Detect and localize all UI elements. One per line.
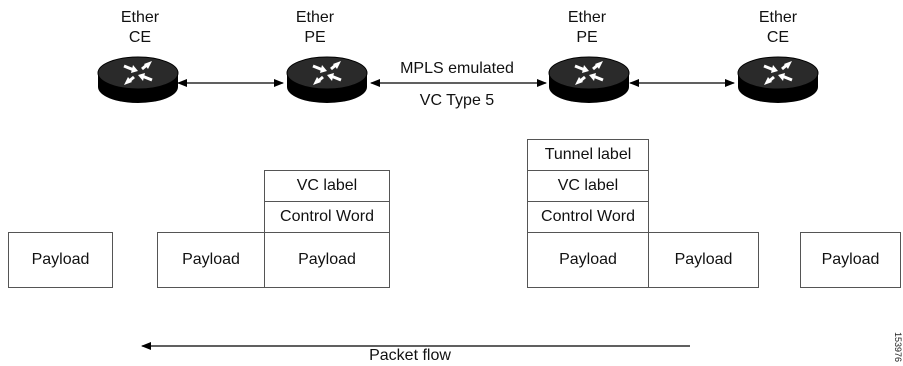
router-icon (737, 56, 819, 103)
device-3-label: Ether PE (557, 8, 617, 48)
control-word-box-d: Control Word (527, 201, 649, 233)
tunnel-label-box-d: Tunnel label (527, 139, 649, 171)
control-word-box-c: Control Word (264, 201, 390, 233)
packet-flow-label: Packet flow (369, 347, 451, 364)
mpls-link-line2: VC Type 5 (419, 92, 495, 109)
payload-box-b: Payload (157, 232, 265, 288)
device-1-label: Ether CE (110, 8, 170, 48)
device-3-type: Ether (567, 9, 607, 26)
device-4-type: Ether (758, 9, 798, 26)
router-icon (286, 56, 368, 103)
mpls-link-line1: MPLS emulated (400, 60, 514, 77)
router-icon (97, 56, 179, 103)
payload-box-d: Payload (527, 232, 649, 288)
device-1-role: CE (128, 29, 152, 46)
device-2-type: Ether (295, 9, 335, 26)
device-2-label: Ether PE (285, 8, 345, 48)
vc-label-box-c: VC label (264, 170, 390, 202)
payload-box-f: Payload (800, 232, 901, 288)
device-1-type: Ether (120, 9, 160, 26)
payload-box-a: Payload (8, 232, 113, 288)
payload-box-e: Payload (648, 232, 759, 288)
device-3-role: PE (576, 29, 598, 46)
device-2-role: PE (304, 29, 326, 46)
router-icon (548, 56, 630, 103)
device-4-role: CE (766, 29, 790, 46)
vc-label-box-d: VC label (527, 170, 649, 202)
figure-code: 153976 (893, 332, 903, 363)
device-4-label: Ether CE (748, 8, 808, 48)
payload-box-c: Payload (264, 232, 390, 288)
